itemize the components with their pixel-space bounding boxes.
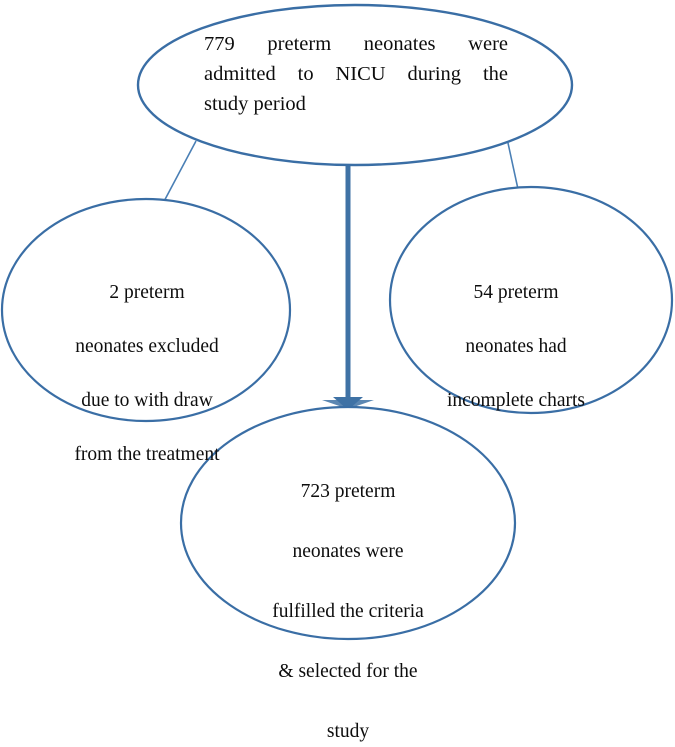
flowchart-diagram: 779 preterm neonates were admitted to NI… bbox=[0, 3, 674, 742]
node-right-circle bbox=[388, 185, 674, 415]
node-bottom-label-line-5: study bbox=[326, 721, 370, 742]
node-top-ellipse bbox=[136, 3, 574, 167]
flowchart-canvas bbox=[0, 3, 674, 641]
node-bottom-label-line-4: & selected for the bbox=[278, 661, 418, 682]
node-left-circle bbox=[0, 197, 292, 423]
connector-top-to-left bbox=[160, 140, 197, 208]
arrowhead-spread-icon bbox=[322, 400, 374, 409]
node-bottom-ellipse bbox=[179, 405, 517, 641]
